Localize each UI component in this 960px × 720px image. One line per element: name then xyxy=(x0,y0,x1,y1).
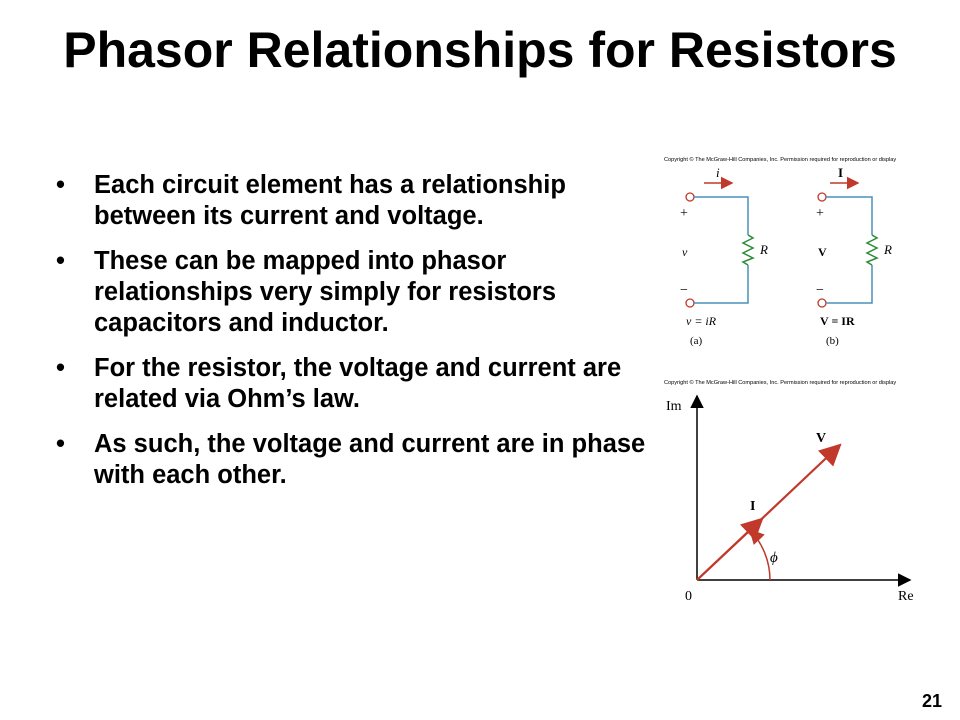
bullet-text: Each circuit element has a relationship … xyxy=(94,171,566,230)
bullet-dot: • xyxy=(56,430,65,458)
caption-a: (a) xyxy=(690,335,703,347)
bullet-dot: • xyxy=(56,354,65,382)
bullet-item: • For the resistor, the voltage and curre… xyxy=(52,353,652,415)
y-axis-label: Im xyxy=(666,399,682,414)
phasor-copyright-note: Copyright © The McGraw-Hill Companies, I… xyxy=(664,380,897,386)
bullet-dot: • xyxy=(56,171,65,199)
wire-bottom-a xyxy=(694,265,749,304)
terminal-bottom-a xyxy=(685,298,695,308)
bullet-item: • As such, the voltage and current are in… xyxy=(52,429,652,491)
resistor-circuit-figure: Copyright © The McGraw-Hill Companies, I… xyxy=(660,155,920,350)
slide-title: Phasor Relationships for Resistors xyxy=(63,22,897,78)
bullet-item: • Each circuit element has a relationship… xyxy=(52,170,652,232)
minus-sign-b: − xyxy=(816,283,824,298)
circuit-diagram: i + − v R v = iR (a) I + − V R V = IR (b… xyxy=(680,165,892,347)
bullet-text: As such, the voltage and current are in … xyxy=(94,430,646,489)
current-label-b: I xyxy=(838,165,843,180)
bullet-list: • Each circuit element has a relationship… xyxy=(52,170,652,505)
circuit-b: I + − V R V = IR (b) xyxy=(816,165,892,347)
voltage-phasor-label: V xyxy=(816,431,826,446)
minus-sign-a: − xyxy=(680,283,688,298)
phase-angle-label: ϕ xyxy=(770,550,778,566)
resistor-a xyxy=(741,234,755,266)
bullet-text: These can be mapped into phasor relation… xyxy=(94,247,557,337)
bullet-dot: • xyxy=(56,247,65,275)
resistor-b xyxy=(865,234,879,266)
bullet-item: • These can be mapped into phasor relatio… xyxy=(52,246,652,339)
resistor-label-b: R xyxy=(883,242,892,257)
page-number: 21 xyxy=(921,691,942,711)
equation-a: v = iR xyxy=(686,314,717,328)
circuit-copyright-note: Copyright © The McGraw-Hill Companies, I… xyxy=(664,157,897,163)
terminal-top-b xyxy=(817,192,827,202)
current-label-a: i xyxy=(716,165,720,180)
current-phasor-label: I xyxy=(750,499,755,514)
x-axis-label: Re xyxy=(898,589,914,604)
caption-b: (b) xyxy=(826,335,839,347)
phase-angle-arc xyxy=(748,528,771,581)
plus-sign-b: + xyxy=(816,206,824,221)
voltage-label-b: V xyxy=(818,245,827,259)
bullet-text: For the resistor, the voltage and curren… xyxy=(94,354,622,413)
equation-b: V = IR xyxy=(820,314,855,328)
circuit-a: i + − v R v = iR (a) xyxy=(680,165,768,347)
plus-sign-a: + xyxy=(680,206,688,221)
wire-bottom-b xyxy=(826,265,873,304)
voltage-label-a: v xyxy=(682,245,688,259)
origin-label: 0 xyxy=(685,589,692,604)
terminal-top-a xyxy=(685,192,695,202)
phasor-diagram: Im Re 0 V I ϕ xyxy=(666,394,914,604)
terminal-bottom-b xyxy=(817,298,827,308)
phasor-diagram-figure: Copyright © The McGraw-Hill Companies, I… xyxy=(660,378,922,610)
resistor-label-a: R xyxy=(759,242,768,257)
wire-top-a xyxy=(694,196,749,235)
wire-top-b xyxy=(826,196,873,235)
current-phasor xyxy=(696,517,764,581)
